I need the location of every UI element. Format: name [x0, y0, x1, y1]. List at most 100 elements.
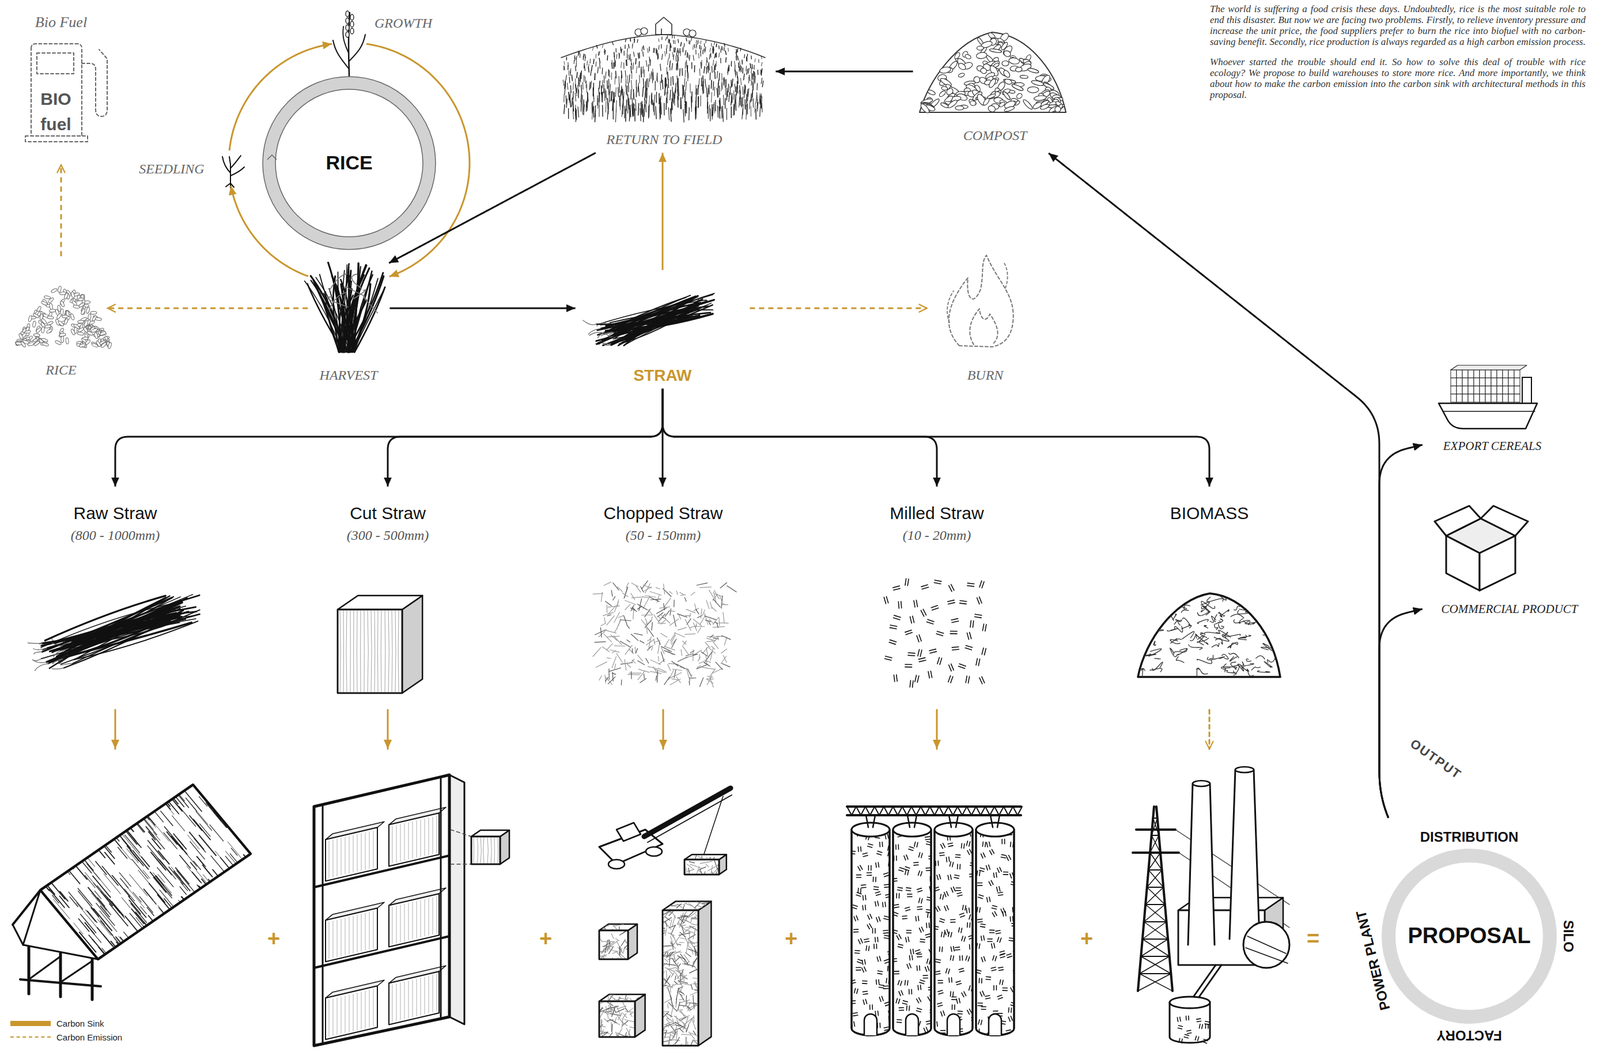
straw-house-illustration	[139, 783, 149, 794]
biomass-icon	[1218, 624, 1224, 630]
milled-straw-icon	[970, 620, 971, 628]
field-illustration	[723, 43, 725, 47]
field-illustration	[640, 108, 641, 121]
field-illustration	[706, 97, 709, 109]
straw-house-illustration	[145, 932, 164, 954]
biomass-icon	[1207, 596, 1224, 602]
cargo-ship-icon	[1450, 394, 1457, 403]
field-illustration	[689, 29, 697, 37]
field-illustration	[632, 103, 634, 115]
field-illustration	[609, 84, 611, 93]
compost-illustration	[1008, 57, 1020, 65]
field-illustration	[562, 79, 564, 86]
field-illustration	[689, 55, 691, 61]
field-illustration	[668, 39, 671, 44]
straw-house-illustration	[110, 782, 127, 802]
field-illustration	[620, 74, 622, 83]
chopped-straw-icon	[600, 623, 606, 626]
field-illustration	[677, 39, 679, 43]
field-illustration	[697, 41, 699, 45]
chopped-straw-icon	[704, 660, 711, 663]
field-illustration	[633, 51, 635, 57]
field-illustration	[591, 103, 593, 114]
field-illustration	[679, 48, 681, 54]
harvest-plant-icon	[335, 284, 354, 353]
rice-pile-icon	[35, 327, 42, 334]
field-illustration	[602, 44, 603, 48]
field-illustration	[697, 85, 699, 95]
field-illustration	[648, 46, 650, 51]
cargo-ship-icon	[1468, 377, 1474, 387]
biomass-icon	[1173, 648, 1187, 654]
biomass-icon	[1136, 591, 1287, 678]
compost-illustration	[1019, 74, 1028, 79]
chopped-straw-icon	[712, 626, 725, 628]
field-illustration	[660, 44, 663, 49]
biomass-icon	[1237, 609, 1251, 614]
field-illustration	[652, 99, 654, 112]
milled-straw-icon	[979, 596, 982, 604]
compost-illustration	[919, 31, 1066, 115]
biomass-icon	[1229, 656, 1239, 662]
field-illustration	[691, 100, 693, 112]
chopped-straw-icon	[721, 635, 731, 640]
rice-pile-icon	[41, 326, 45, 334]
field-illustration	[683, 109, 684, 123]
field-illustration	[736, 85, 738, 94]
field-illustration	[672, 91, 674, 102]
field-illustration	[688, 40, 690, 44]
milled-straw-icon	[965, 648, 972, 650]
milled-straw-icon	[951, 647, 959, 648]
milled-straw-icon	[959, 663, 966, 667]
biomass-icon	[1246, 669, 1254, 676]
field-illustration	[741, 59, 743, 64]
field-illustration	[750, 106, 752, 116]
milled-straw-icon	[885, 656, 892, 658]
field-illustration	[649, 57, 650, 63]
cargo-ship-icon	[1496, 394, 1503, 403]
cargo-ship-icon	[1468, 386, 1474, 395]
chopped-straw-icon	[632, 648, 633, 653]
field-illustration	[615, 70, 617, 78]
biomass-icon	[1144, 596, 1151, 600]
straw-house-illustration	[183, 937, 193, 949]
chopped-straw-icon	[598, 631, 605, 638]
straw-house-illustration	[107, 809, 125, 830]
milled-straw-icon	[921, 587, 929, 589]
cargo-ship-icon	[1479, 386, 1486, 395]
rice-pile-icon	[57, 285, 62, 293]
biomass-icon	[1277, 657, 1288, 663]
field-illustration	[644, 97, 645, 109]
biomass-icon	[1240, 662, 1244, 667]
biomass-icon	[1258, 617, 1263, 622]
field-illustration	[735, 100, 737, 111]
compost-illustration	[919, 32, 1066, 113]
field-illustration	[575, 84, 577, 92]
field-illustration	[738, 97, 740, 108]
straw-house-illustration	[176, 932, 192, 951]
chopped-straw-icon	[673, 614, 677, 627]
cargo-ship-icon	[1508, 394, 1515, 403]
chopped-straw-icon	[621, 679, 623, 686]
field-illustration	[565, 74, 567, 81]
straw-house-illustration	[163, 936, 180, 956]
chopped-straw-icon	[606, 615, 615, 626]
biomass-icon	[1242, 667, 1249, 672]
straw-house-illustration	[59, 957, 74, 975]
field-illustration	[580, 101, 582, 112]
chopped-straw-icon	[682, 641, 687, 645]
field-illustration	[589, 82, 590, 90]
chopped-straw-icon	[637, 604, 648, 611]
chopped-straw-icon	[647, 666, 658, 669]
compost-illustration	[1003, 49, 1012, 58]
compost-illustration	[1022, 98, 1034, 111]
field-illustration	[640, 27, 648, 35]
chopped-straw-icon	[659, 606, 671, 608]
milled-straw-icon	[950, 676, 953, 683]
milled-straw-icon	[889, 627, 896, 629]
field-illustration	[630, 58, 633, 65]
field-illustration	[680, 97, 682, 109]
chopped-straw-icon	[699, 587, 711, 588]
field-illustration	[672, 40, 675, 44]
chopped-straw-icon	[653, 638, 656, 645]
